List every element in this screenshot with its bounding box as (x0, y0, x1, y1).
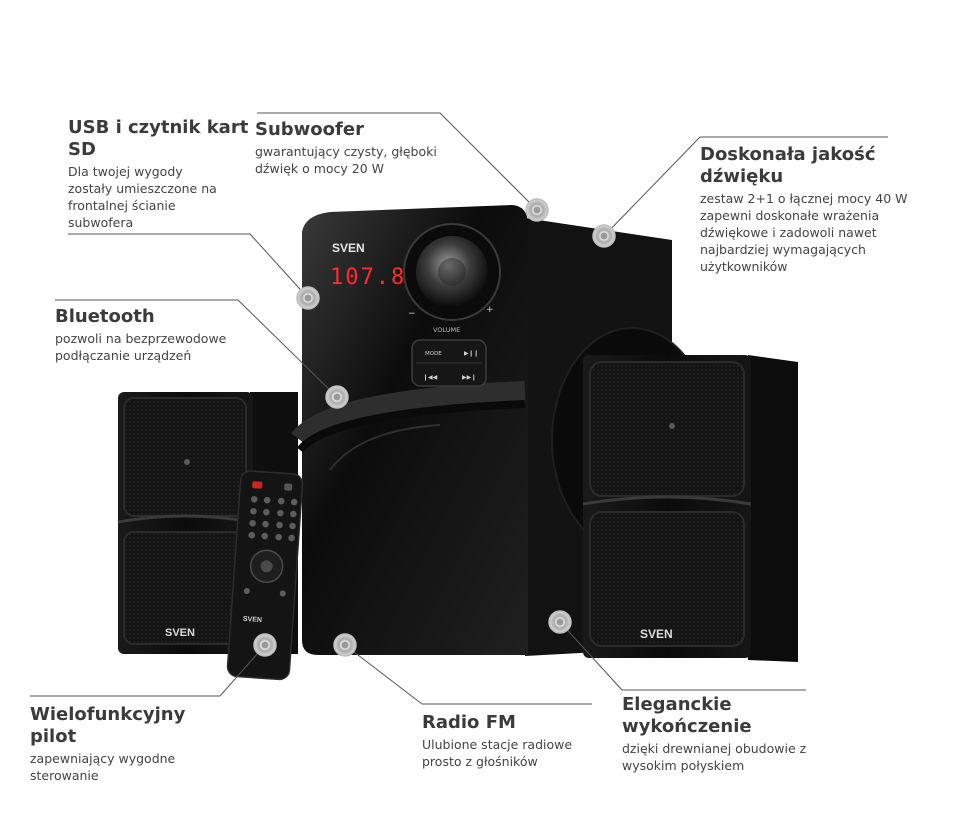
frequency-display: 107.8 (330, 265, 406, 290)
feature-bluetooth-title: Bluetooth (55, 306, 155, 327)
feature-finish-desc: dzięki drewnianej obudowie z wysokim poł… (622, 741, 807, 773)
feature-bluetooth-desc: pozwoli na bezprzewodowe podłączanie urz… (55, 331, 227, 363)
feature-subwoofer-desc: gwarantujący czysty, głęboki dźwięk o mo… (255, 144, 437, 176)
hotspot-radio (333, 633, 357, 657)
next-track-icon: ▶▶❙ (462, 374, 476, 381)
hotspot-remote (253, 633, 277, 657)
feature-finish-title: Eleganckie wykończenie (622, 694, 752, 737)
feature-subwoofer-title: Subwoofer (255, 119, 364, 140)
feature-usb-title: USB i czytnik kart SD (68, 117, 249, 160)
left-speaker-logo: SVEN (165, 627, 195, 639)
remote-control: SVEN (226, 470, 304, 681)
feature-quality-desc: zestaw 2+1 o łącznej mocy 40 W zapewni d… (700, 191, 908, 274)
volume-plus-label: + (486, 305, 494, 315)
hotspot-finish (548, 610, 572, 634)
right-speaker-logo: SVEN (640, 627, 673, 641)
feature-radio: Radio FM Ulubione stacje radiowe prosto … (422, 712, 602, 770)
feature-finish: Eleganckie wykończenie dzięki drewnianej… (622, 694, 822, 774)
hotspot-bluetooth (325, 385, 349, 409)
left-speaker: SVEN (117, 392, 298, 654)
feature-radio-desc: Ulubione stacje radiowe prosto z głośnik… (422, 737, 573, 769)
play-pause-icon: ▶❙❙ (464, 350, 479, 357)
hotspots (253, 198, 616, 657)
feature-usb: USB i czytnik kart SD Dla twojej wygody … (68, 117, 258, 231)
remote-logo: SVEN (243, 616, 263, 624)
mode-button-label: MODE (425, 351, 442, 357)
feature-remote-desc: zapewniający wygodne sterowanie (30, 751, 176, 783)
previous-track-icon: ❙◀◀ (423, 374, 438, 381)
right-speaker: SVEN (582, 355, 798, 662)
feature-quality: Doskonała jakość dźwięku zestaw 2+1 o łą… (700, 144, 945, 275)
feature-subwoofer: Subwoofer gwarantujący czysty, głęboki d… (255, 119, 475, 177)
feature-radio-title: Radio FM (422, 712, 516, 733)
volume-minus-label: − (408, 309, 416, 319)
feature-remote-title: Wielofunkcyjny pilot (30, 704, 186, 747)
feature-remote: Wielofunkcyjny pilot zapewniający wygodn… (30, 704, 230, 784)
volume-label: VOLUME (433, 326, 460, 334)
leader-lines (30, 112, 888, 705)
subwoofer-logo: SVEN (332, 241, 365, 255)
hotspot-quality (592, 224, 616, 248)
feature-bluetooth: Bluetooth pozwoli na bezprzewodowe podłą… (55, 306, 255, 364)
hotspot-usb (296, 286, 320, 310)
feature-quality-title: Doskonała jakość dźwięku (700, 144, 876, 187)
feature-usb-desc: Dla twojej wygody zostały umieszczone na… (68, 164, 217, 230)
hotspot-subwoofer (525, 198, 549, 222)
